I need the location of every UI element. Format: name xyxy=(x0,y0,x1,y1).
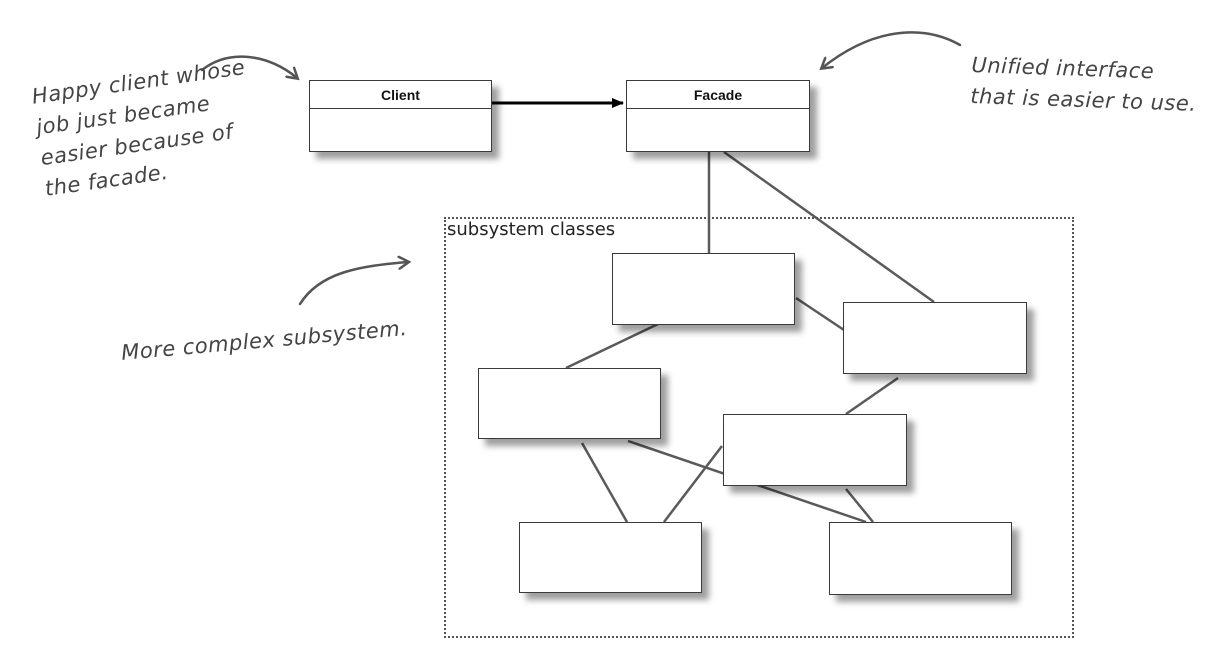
subsystem-class-c xyxy=(478,368,661,439)
client-note-arrow xyxy=(200,55,297,78)
subsystem-class-f xyxy=(829,522,1012,595)
subsystem-boundary xyxy=(444,217,1074,638)
facade-note-arrow xyxy=(822,31,962,68)
client-class: Client xyxy=(309,80,492,152)
class-d-to-class-f-line xyxy=(845,488,874,523)
facade-class: Facade xyxy=(626,80,810,152)
facade-class-name: Facade xyxy=(627,81,809,109)
subsystem-class-e xyxy=(519,522,702,593)
subsystem-class-d xyxy=(723,414,907,486)
facade-to-class-b-line xyxy=(723,150,935,304)
association-lines xyxy=(565,150,935,524)
subsystem-class-a xyxy=(612,253,795,325)
subsystem-class-b xyxy=(843,302,1027,374)
class-d-to-class-e-line xyxy=(663,445,723,523)
class-c-to-class-e-line xyxy=(580,442,629,523)
client-class-name: Client xyxy=(310,81,491,109)
class-b-to-class-d-line xyxy=(845,376,899,416)
subsystem-note-arrow xyxy=(298,262,408,306)
subsystem-label: subsystem classes xyxy=(447,219,616,240)
class-a-to-class-c-line xyxy=(565,322,659,370)
class-a-to-class-b-line xyxy=(795,296,845,332)
facade-note: Unified interface that is easier to use. xyxy=(970,50,1198,120)
